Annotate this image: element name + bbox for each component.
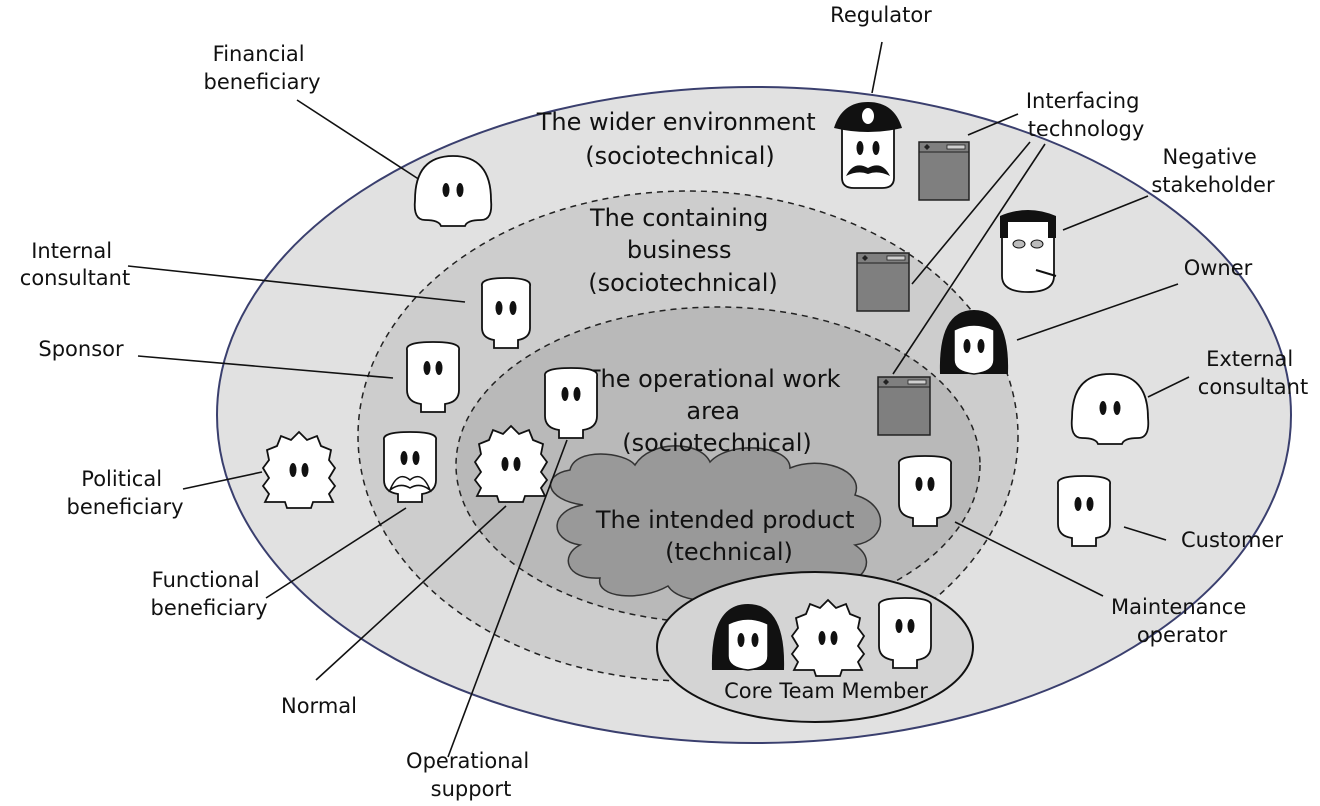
containing-business-line-3: (sociotechnical)	[588, 269, 778, 297]
core-team-label: Core Team Member	[724, 679, 928, 703]
stakeholder-labels: Regulator Financial beneficiary Interfac…	[20, 3, 1308, 801]
intended-product-line-2: (technical)	[665, 538, 793, 566]
internal-consultant-face-icon	[481, 277, 531, 349]
containing-business-line-1: The containing	[589, 204, 768, 232]
intended-product-label: The intended product (technical)	[595, 506, 862, 566]
leader-lines	[127, 41, 1190, 758]
financial-beneficiary-label: Financial beneficiary	[203, 42, 320, 94]
political-line-2: beneficiary	[66, 495, 183, 519]
interfacing-leader-1	[967, 113, 1019, 136]
internal-consultant-label: Internal consultant	[20, 239, 130, 290]
functional-beneficiary-face-icon	[383, 431, 437, 503]
normal-label: Normal	[281, 694, 357, 718]
negative-line-1: Negative	[1163, 145, 1257, 169]
operational-support-line-2: support	[431, 777, 512, 801]
interfacing-leader-3	[892, 143, 1046, 375]
operational-support-label: Operational support	[406, 749, 536, 801]
operational-support-leader	[447, 439, 568, 758]
maintenance-leader	[954, 521, 1104, 597]
interfacing-technology-label: Interfacing technology	[1026, 89, 1146, 141]
financial-beneficiary-face-icon	[413, 155, 493, 227]
regulator-face-icon	[834, 102, 902, 189]
internal-line-1: Internal	[31, 239, 112, 263]
customer-leader	[1123, 526, 1167, 541]
containing-business-label: The containing business (sociotechnical)	[588, 204, 778, 297]
operational-work-area-label: The operational work area (sociotechnica…	[585, 365, 848, 457]
core-team-member-face-icon	[878, 597, 932, 669]
political-beneficiary-face-icon	[261, 430, 337, 509]
external-leader	[1147, 376, 1190, 398]
owner-leader	[1016, 283, 1179, 341]
financial-line-2: beneficiary	[203, 70, 320, 94]
negative-stakeholder-label: Negative stakeholder	[1151, 145, 1275, 197]
maintenance-line-2: operator	[1137, 623, 1228, 647]
regulator-label: Regulator	[830, 3, 932, 27]
wider-environment-label: The wider environment (sociotechnical)	[536, 108, 824, 170]
external-consultant-label: External consultant	[1198, 347, 1308, 399]
sponsor-label: Sponsor	[38, 337, 124, 361]
device-icon	[877, 376, 931, 436]
functional-beneficiary-label: Functional beneficiary	[150, 568, 267, 620]
core-team-member-face-icon	[790, 598, 866, 677]
sponsor-leader	[137, 355, 394, 379]
interfacing-line-1: Interfacing	[1026, 89, 1140, 113]
wider-environment-line-2: (sociotechnical)	[585, 142, 775, 170]
operational-work-area-line-3: (sociotechnical)	[622, 429, 812, 457]
sponsor-line-1: Sponsor	[38, 337, 124, 361]
customer-label: Customer	[1181, 528, 1283, 552]
customer-line-1: Customer	[1181, 528, 1283, 552]
device-icon	[856, 252, 910, 312]
owner-label: Owner	[1184, 256, 1253, 280]
intended-product-cloud	[549, 445, 882, 602]
negative-line-2: stakeholder	[1151, 173, 1275, 197]
containing-business-line-2: business	[627, 236, 732, 264]
functional-line-2: beneficiary	[150, 596, 267, 620]
operational-support-face-icon	[544, 367, 598, 439]
political-line-1: Political	[81, 467, 162, 491]
operational-work-area-line-1: The operational work	[585, 365, 841, 393]
intended-product-line-1: The intended product	[595, 506, 855, 534]
maintenance-operator-face-icon	[898, 455, 952, 527]
owner-face-icon	[939, 310, 1009, 375]
maintenance-operator-label: Maintenance operator	[1111, 595, 1253, 647]
maintenance-line-1: Maintenance	[1111, 595, 1246, 619]
device-icon	[918, 141, 970, 201]
owner-line-1: Owner	[1184, 256, 1253, 280]
external-line-1: External	[1206, 347, 1293, 371]
sponsor-face-icon	[406, 341, 460, 413]
normal-leader	[315, 505, 507, 681]
regulator-leader	[871, 41, 883, 94]
functional-leader	[265, 507, 407, 599]
regulator-line-1: Regulator	[830, 3, 932, 27]
internal-line-2: consultant	[20, 266, 130, 290]
normal-face-icon	[473, 424, 549, 503]
customer-face-icon	[1057, 475, 1111, 547]
operational-work-area-line-2: area	[686, 397, 740, 425]
interfacing-line-2: technology	[1028, 117, 1145, 141]
political-leader	[182, 471, 263, 490]
functional-line-1: Functional	[152, 568, 260, 592]
financial-leader	[296, 99, 421, 181]
interfacing-leader-2	[911, 141, 1031, 285]
negative-leader	[1062, 195, 1149, 231]
wider-environment-line-1: The wider environment	[536, 108, 816, 136]
financial-line-1: Financial	[213, 42, 305, 66]
internal-leader	[127, 265, 466, 303]
negative-stakeholder-face-icon	[1000, 210, 1057, 293]
normal-line-1: Normal	[281, 694, 357, 718]
external-consultant-face-icon	[1070, 373, 1150, 445]
external-line-2: consultant	[1198, 375, 1308, 399]
political-beneficiary-label: Political beneficiary	[66, 467, 183, 519]
operational-support-line-1: Operational	[406, 749, 529, 773]
core-team-member-face-icon	[711, 604, 785, 671]
